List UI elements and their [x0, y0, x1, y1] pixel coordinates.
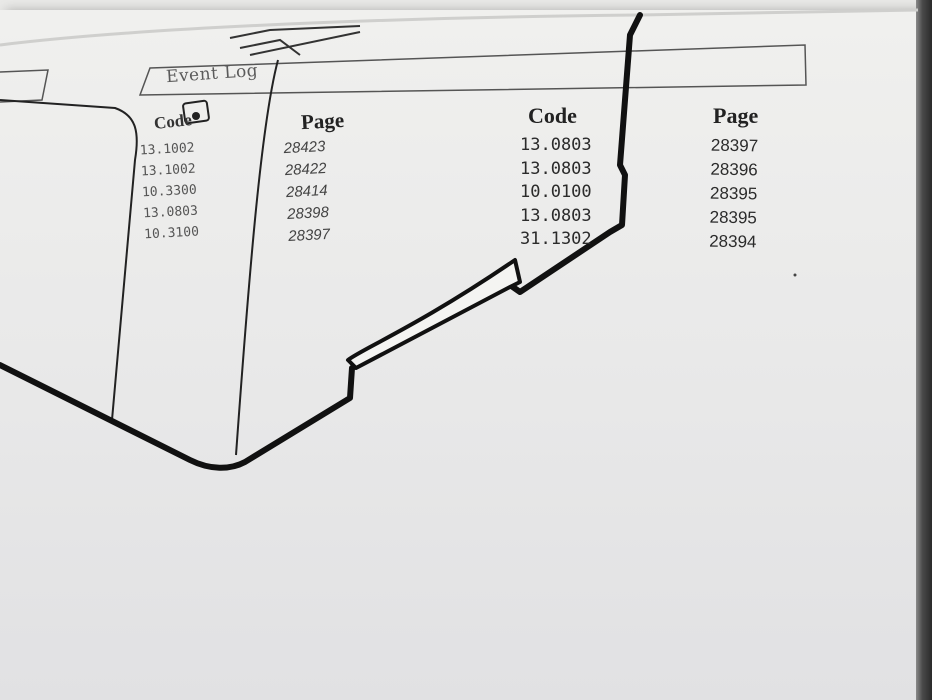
left-panel-box: [0, 69, 49, 103]
paper-tray-ramp: [346, 258, 522, 370]
left-code-cell: 13.0803: [142, 203, 199, 222]
right-page-cell: 28395: [709, 183, 758, 204]
right-page-cell: 28394: [709, 231, 757, 252]
left-code-cell: 13.1002: [139, 140, 195, 159]
printer-front-curve: [0, 99, 138, 421]
left-code-cell: 10.3100: [143, 224, 200, 243]
left-page-cell: 28423: [283, 137, 326, 158]
left-page-cell: 28398: [286, 203, 330, 224]
right-code-cell: 13.0803: [520, 158, 592, 179]
paper-speck: [793, 273, 797, 277]
right-code-cell: 31.1302: [520, 229, 592, 249]
right-code-cell: 10.0100: [520, 182, 592, 202]
left-code-cell: 10.3300: [141, 182, 198, 201]
left-page-cell: 28422: [284, 159, 327, 180]
paper-sheet: [0, 10, 918, 700]
cutaway-outline: [0, 12, 643, 471]
left-page-cell: 28397: [287, 225, 331, 246]
left-page-header: Page: [300, 107, 345, 135]
right-page-cell: 28397: [710, 135, 759, 156]
right-code-column: 13.0803 13.0803 10.0100 13.0803 31.1302: [520, 134, 592, 252]
right-page-header: Page: [713, 103, 759, 128]
right-page-cell: 28395: [709, 207, 758, 228]
right-page-column: 28397 28396 28395 28395 28394: [709, 134, 758, 255]
left-page-column: 28423 28422 28414 28398 28397: [283, 136, 330, 248]
control-panel-bezel: [229, 25, 361, 56]
event-log-panel: [138, 44, 807, 96]
left-code-cell: 13.1002: [140, 161, 197, 180]
right-code-cell: 13.0803: [520, 205, 592, 226]
left-code-column: 13.1002 13.1002 10.3300 13.0803 10.3100: [139, 138, 199, 246]
right-page-cell: 28396: [710, 159, 758, 180]
right-code-cell: 13.0803: [520, 135, 592, 155]
printer-side-curve: [235, 59, 279, 456]
page-edge-shadow: [916, 0, 932, 700]
paper-top-fold: [0, 8, 919, 47]
right-code-header: Code: [528, 103, 577, 128]
left-code-header: Code: [153, 110, 193, 133]
left-table-icon-dot: [192, 112, 200, 120]
left-table-icon-box: [182, 99, 210, 125]
left-page-cell: 28414: [285, 181, 329, 202]
